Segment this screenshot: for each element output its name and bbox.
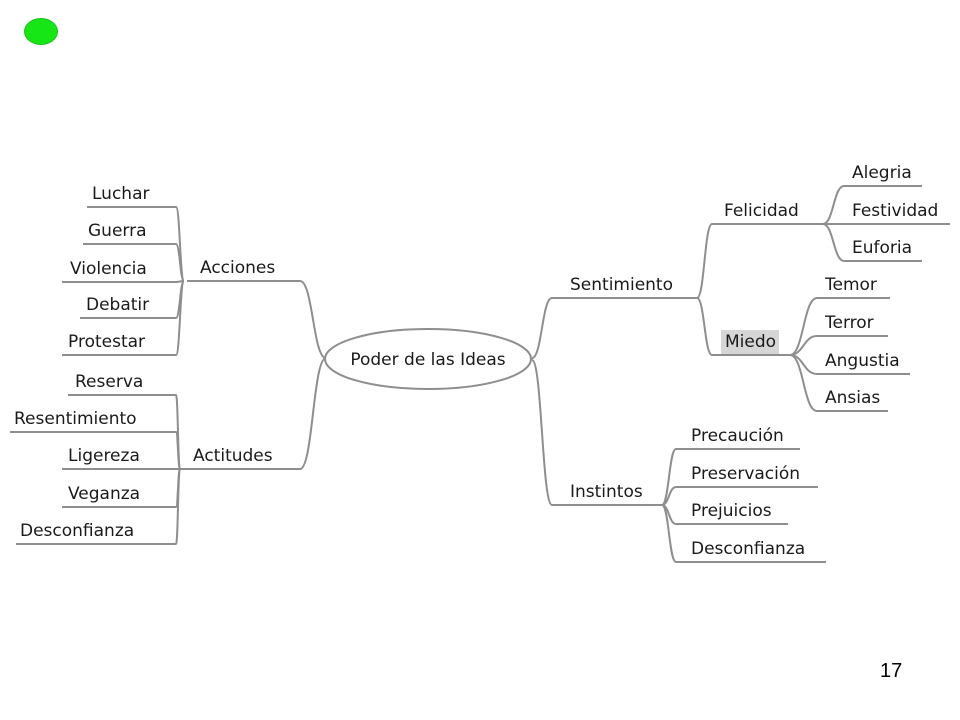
leaf-luchar-label: Luchar bbox=[92, 184, 149, 204]
branch-actitudes-connector bbox=[299, 357, 327, 470]
page-number: 17 bbox=[880, 660, 903, 682]
leaf-desconfianza-label: Desconfianza bbox=[20, 521, 134, 541]
leaf-angustia-label: Angustia bbox=[825, 351, 900, 371]
leaf-veganza-label: Veganza bbox=[68, 484, 140, 504]
branch-miedo-label: Miedo bbox=[725, 332, 776, 352]
leaf-euforia-label: Euforia bbox=[852, 238, 912, 258]
leaf-precaucion-0-label: Precaución bbox=[691, 426, 784, 446]
leaf-desconfianza-connector bbox=[175, 468, 181, 545]
leaf-debatir-label: Debatir bbox=[86, 295, 149, 315]
leaf-ansias-connector bbox=[789, 354, 818, 412]
leaf-alegria-connector bbox=[822, 185, 845, 225]
leaf-preservacion-1-label: Preservación bbox=[691, 464, 800, 484]
leaf-festividad-label: Festividad bbox=[852, 201, 938, 221]
branch-acciones-connector bbox=[299, 280, 327, 359]
branch-sentimiento-connector bbox=[531, 297, 553, 359]
leaf-resentimiento-label: Resentimiento bbox=[14, 409, 137, 429]
leaf-violencia-label: Violencia bbox=[70, 259, 147, 279]
mind-map-underlines bbox=[10, 185, 950, 563]
leaf-reserva-label: Reserva bbox=[75, 372, 143, 392]
root-node-label: Poder de las Ideas bbox=[350, 350, 505, 370]
mind-map-connectors bbox=[175, 185, 845, 563]
branch-felicidad-connector bbox=[696, 223, 713, 299]
branch-miedo-label-highlight bbox=[721, 330, 779, 354]
branch-acciones-label: Acciones bbox=[200, 258, 275, 278]
status-indicator bbox=[24, 18, 58, 45]
leaf-euforia-connector bbox=[822, 223, 845, 262]
branch-instintos-label: Instintos bbox=[570, 482, 643, 502]
leaf-temor-label: Temor bbox=[824, 275, 877, 295]
leaf-ansias-label: Ansias bbox=[825, 388, 880, 408]
leaf-resentimiento-connector bbox=[175, 431, 181, 470]
branch-instintos-connector bbox=[531, 359, 553, 506]
leaf-protestar-connector bbox=[175, 280, 185, 356]
leaf-desconfianza-3-label: Desconfianza bbox=[691, 539, 805, 559]
leaf-ligereza-label: Ligereza bbox=[68, 446, 140, 466]
branch-sentimiento-label: Sentimiento bbox=[570, 275, 673, 295]
branch-actitudes-label: Actitudes bbox=[193, 446, 273, 466]
branch-miedo-connector bbox=[696, 297, 713, 356]
mind-map-nodes: Acciones LucharGuerraViolenciaDebatirProt… bbox=[14, 163, 938, 559]
leaf-alegria-label: Alegria bbox=[852, 163, 912, 183]
leaf-guerra-label: Guerra bbox=[88, 221, 147, 241]
leaf-protestar-label: Protestar bbox=[68, 332, 145, 352]
root-node-oval bbox=[324, 328, 532, 390]
leaf-desconfianza-3-connector bbox=[661, 504, 677, 563]
leaf-guerra-connector bbox=[175, 243, 185, 282]
leaf-prejuicios-2-label: Prejuicios bbox=[691, 501, 772, 521]
branch-felicidad-label: Felicidad bbox=[724, 201, 799, 221]
leaf-terror-label: Terror bbox=[824, 313, 874, 333]
